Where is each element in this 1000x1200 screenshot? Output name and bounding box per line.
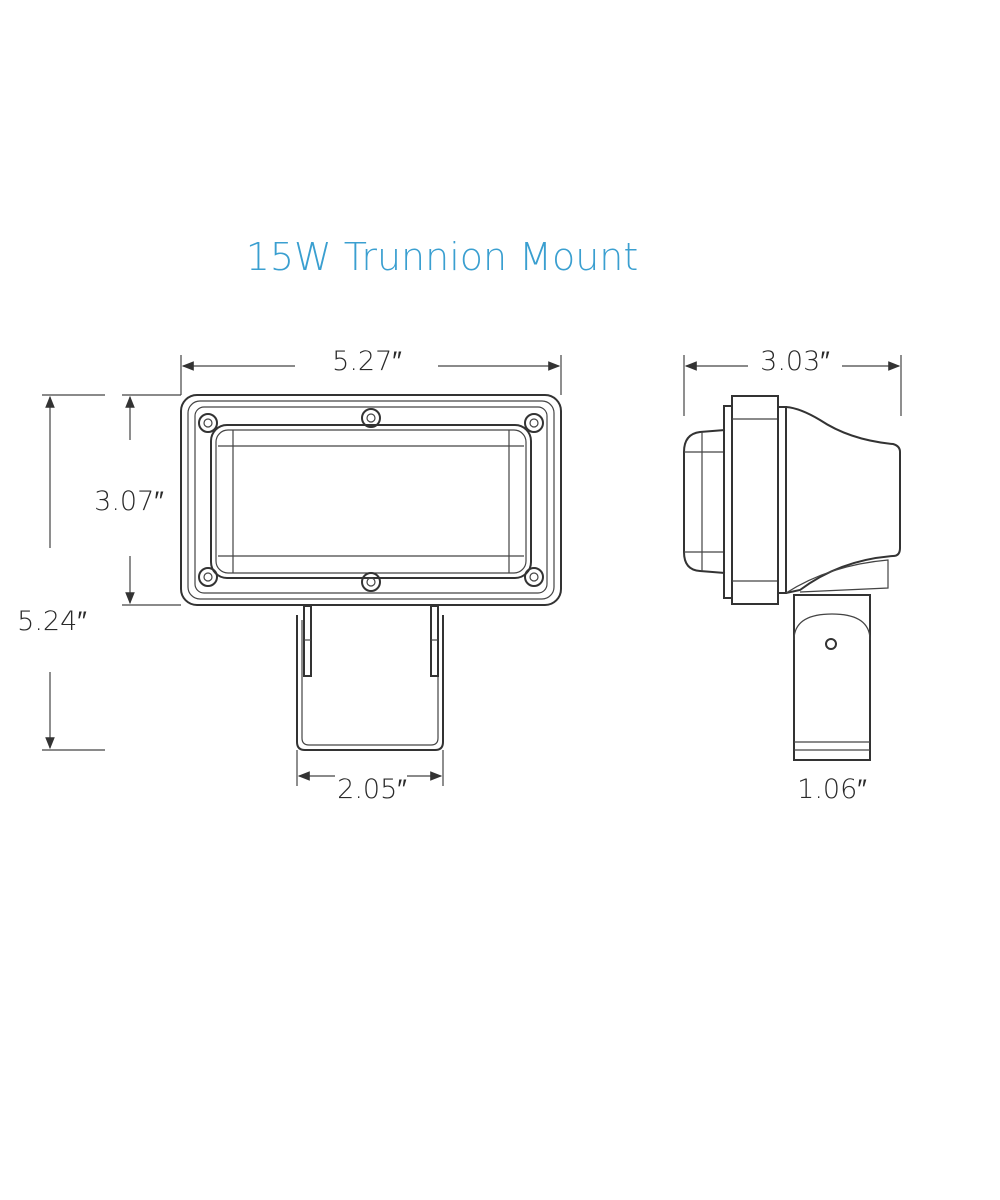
side-arm xyxy=(793,594,871,761)
lens-height-label: 3.07″ xyxy=(94,486,164,517)
drawing-title: 15W Trunnion Mount xyxy=(246,235,639,279)
dimension-overall-height: 5.24″ xyxy=(17,394,105,751)
front-view xyxy=(180,394,562,751)
overall-height-label: 5.24″ xyxy=(17,606,87,637)
side-view xyxy=(683,395,901,761)
screws xyxy=(198,408,544,592)
dimension-depth: 3.03″ xyxy=(683,346,902,416)
bracket-width-label: 2.05″ xyxy=(337,774,407,805)
dimension-arm-width: 1.06″ xyxy=(797,774,867,805)
width-label: 5.27″ xyxy=(332,346,402,377)
trunnion-bracket xyxy=(296,605,444,751)
arm-width-label: 1.06″ xyxy=(797,774,867,805)
dimension-bracket-width: 2.05″ xyxy=(296,750,444,805)
depth-label: 3.03″ xyxy=(760,346,830,377)
dimension-width: 5.27″ xyxy=(180,346,562,395)
dimension-lens-height: 3.07″ xyxy=(94,394,181,606)
